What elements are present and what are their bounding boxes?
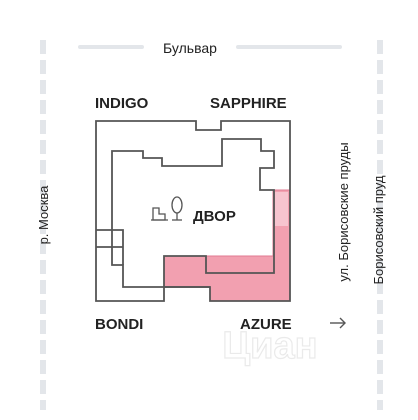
building-label-indigo: INDIGO [95,95,149,112]
watermark: Циан [222,325,317,367]
bondi-wing [96,229,124,265]
courtyard-label: ДВОР [193,208,236,225]
building-label-azure: AZURE [240,316,292,333]
playground-icon [151,207,168,221]
courtyard: ДВОР [151,196,236,225]
street-label-river: р. Москва [36,185,51,245]
arrow-right-icon [330,317,346,329]
tree-icon [171,196,183,221]
building-label-bondi: BONDI [95,316,143,333]
street-label-pond: Борисовский пруд [371,175,386,284]
inner-perimeter [111,138,275,288]
street-label-boulevard: Бульвар [163,40,217,56]
street-label-ulica: ул. Борисовские пруды [336,142,351,281]
roads [40,40,383,410]
highlighted-section-light [275,192,288,226]
highlighted-section[interactable] [163,189,291,302]
outer-perimeter [95,120,291,302]
building-outlines [95,120,291,302]
building-label-sapphire: SAPPHIRE [210,95,287,112]
